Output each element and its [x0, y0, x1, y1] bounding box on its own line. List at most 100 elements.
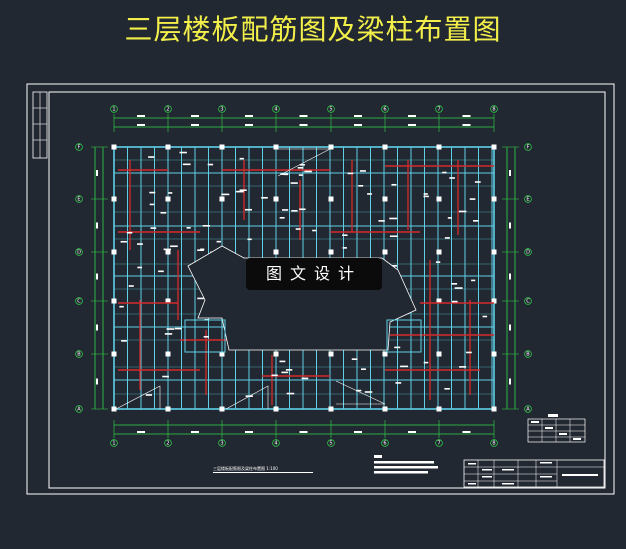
row-axis-label: F: [78, 145, 81, 151]
slab-rebar: [118, 151, 494, 405]
row-axis-bubble: [75, 297, 83, 305]
row-axis-label: A: [526, 407, 530, 413]
column: [491, 406, 497, 412]
column: [328, 144, 334, 150]
column: [273, 406, 279, 412]
row-axis-bubble: [75, 405, 83, 413]
row-axis-label: E: [77, 197, 80, 203]
column-axis-label: 8: [492, 441, 495, 447]
column: [382, 406, 388, 412]
row-axis-bubble: [524, 248, 532, 256]
column: [273, 351, 279, 357]
row-axis-label: C: [526, 299, 530, 305]
row-axis-label: B: [77, 352, 81, 358]
column-axis-bubble: [381, 439, 389, 447]
column: [219, 144, 225, 150]
column: [111, 196, 117, 202]
column: [328, 351, 334, 357]
row-axis-bubble: [524, 350, 532, 358]
column: [436, 249, 442, 255]
column: [382, 144, 388, 150]
title-block: [463, 459, 605, 488]
column-axis-label: 5: [329, 107, 332, 113]
column: [165, 406, 171, 412]
column: [273, 144, 279, 150]
plan-caption: 三层楼板配筋图及梁柱布置图 1:100: [213, 466, 313, 473]
row-axis-label: D: [526, 250, 530, 256]
column: [219, 406, 225, 412]
column: [436, 351, 442, 357]
column-axis-label: 6: [383, 107, 386, 113]
column: [382, 351, 388, 357]
column: [165, 196, 171, 202]
column: [219, 351, 225, 357]
design-notes: [374, 455, 438, 474]
column-axis-label: 3: [220, 107, 223, 113]
column-axis-bubble: [327, 439, 335, 447]
row-axis-bubble: [524, 405, 532, 413]
column: [491, 298, 497, 304]
column-axis-bubble: [381, 105, 389, 113]
column: [165, 298, 171, 304]
column-axis-bubble: [435, 439, 443, 447]
column-axis-bubble: [490, 439, 498, 447]
column-axis-bubble: [218, 105, 226, 113]
column-axis-label: 5: [329, 441, 332, 447]
dimension-lines: [91, 114, 519, 438]
row-axis-label: B: [526, 352, 530, 358]
column-axis-bubble: [110, 439, 118, 447]
column: [273, 249, 279, 255]
column-axis-bubble: [218, 439, 226, 447]
column: [219, 196, 225, 202]
column: [165, 249, 171, 255]
column: [111, 249, 117, 255]
column: [436, 406, 442, 412]
row-axis-label: A: [77, 407, 81, 413]
column-axis-bubble: [490, 105, 498, 113]
column-axis-bubble: [110, 105, 118, 113]
column: [111, 351, 117, 357]
sheet-outer-frame: [26, 83, 615, 495]
drawing-title: 三层楼板配筋图及梁柱布置图: [124, 13, 502, 46]
column: [382, 249, 388, 255]
row-axis-bubble: [75, 248, 83, 256]
column-axis-label: 4: [274, 441, 277, 447]
row-axis-bubble: [75, 195, 83, 203]
column: [111, 144, 117, 150]
column: [165, 351, 171, 357]
column-axis-label: 1: [112, 441, 115, 447]
watermark-text: 图文设计: [265, 264, 362, 283]
column: [491, 351, 497, 357]
row-axis-label: F: [527, 145, 530, 151]
sheet-inner-frame: [48, 91, 606, 489]
row-axis-bubble: [75, 350, 83, 358]
column-axis-label: 1: [112, 107, 115, 113]
rebar-legend-table: [527, 414, 586, 443]
column: [436, 144, 442, 150]
column: [165, 144, 171, 150]
column: [328, 249, 334, 255]
column-axis-bubble: [272, 439, 280, 447]
column-axis-bubble: [164, 439, 172, 447]
column: [491, 144, 497, 150]
column-axis-label: 4: [274, 107, 277, 113]
column-axis-label: 3: [220, 441, 223, 447]
column: [328, 196, 334, 202]
column-axis-label: 6: [383, 441, 386, 447]
column-axis-label: 2: [166, 107, 169, 113]
column-axis-label: 2: [166, 441, 169, 447]
column-axis-label: 7: [437, 107, 440, 113]
row-axis-bubble: [524, 195, 532, 203]
column: [491, 196, 497, 202]
column-axis-bubble: [327, 105, 335, 113]
row-axis-label: D: [77, 250, 81, 256]
row-axis-bubble: [524, 143, 532, 151]
column-axis-label: 7: [437, 441, 440, 447]
column: [491, 249, 497, 255]
column-axis-bubble: [164, 105, 172, 113]
row-axis-bubble: [524, 297, 532, 305]
column: [273, 196, 279, 202]
row-axis-label: E: [526, 197, 529, 203]
tuwen-logo-icon: 图文设计: [246, 258, 382, 290]
